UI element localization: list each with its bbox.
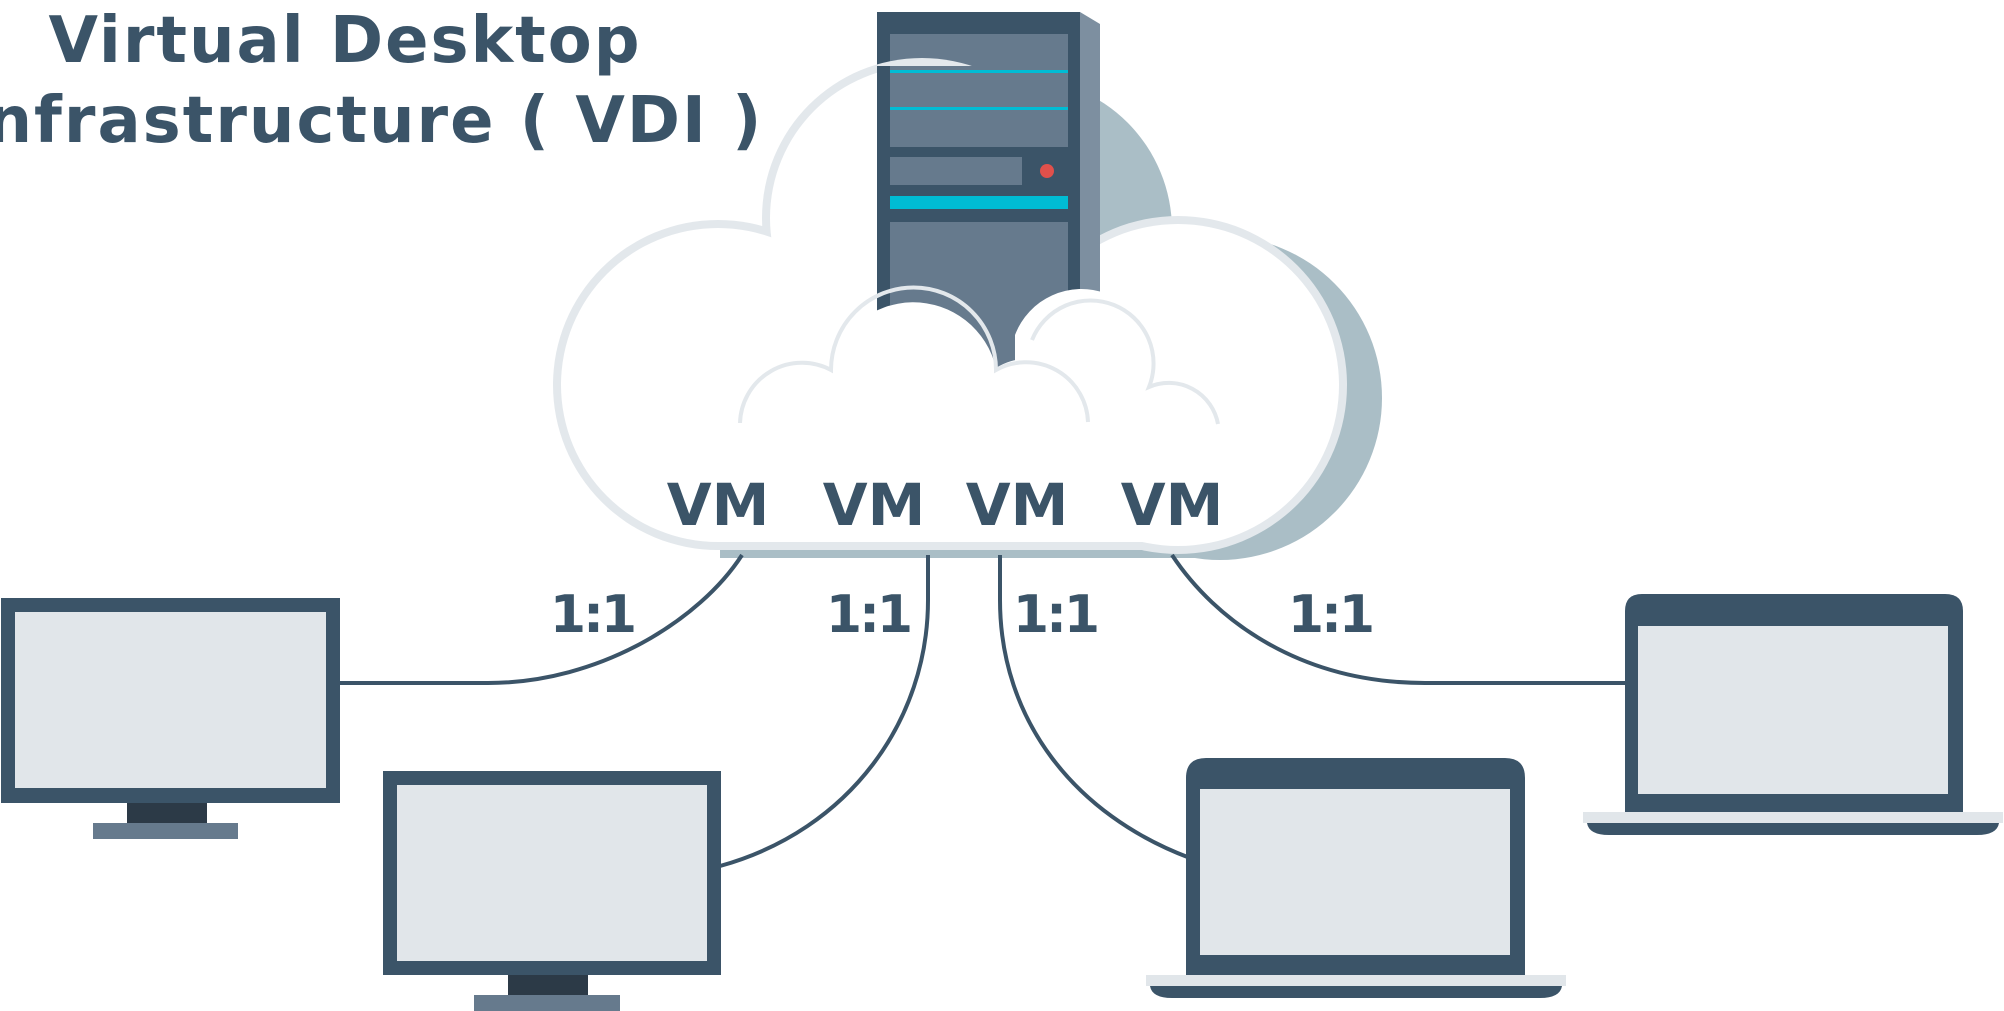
title-line-1: Virtual Desktop: [48, 4, 641, 78]
connection-line-1: [338, 553, 744, 685]
vm-label-3: VM: [966, 471, 1069, 539]
vm-label-1: VM: [667, 471, 770, 539]
laptop-icon: [1583, 594, 2003, 835]
connection-line-4: [1170, 553, 1628, 685]
desktop-monitor-icon: [1, 598, 340, 839]
connection-line-2: [719, 555, 930, 868]
ratio-label-3: 1:1: [1013, 585, 1097, 645]
ratio-label-1: 1:1: [550, 585, 634, 645]
connection-line-3: [998, 555, 1191, 860]
desktop-monitor-icon: [383, 771, 721, 1011]
vm-label-2: VM: [823, 471, 926, 539]
ratio-label-4: 1:1: [1288, 585, 1372, 645]
laptop-icon: [1146, 758, 1566, 998]
ratio-label-2: 1:1: [826, 585, 910, 645]
vm-label-4: VM: [1121, 471, 1224, 539]
title-line-2: Infrastructure ( VDI ): [0, 84, 763, 158]
cloud-icon: [553, 58, 1382, 560]
